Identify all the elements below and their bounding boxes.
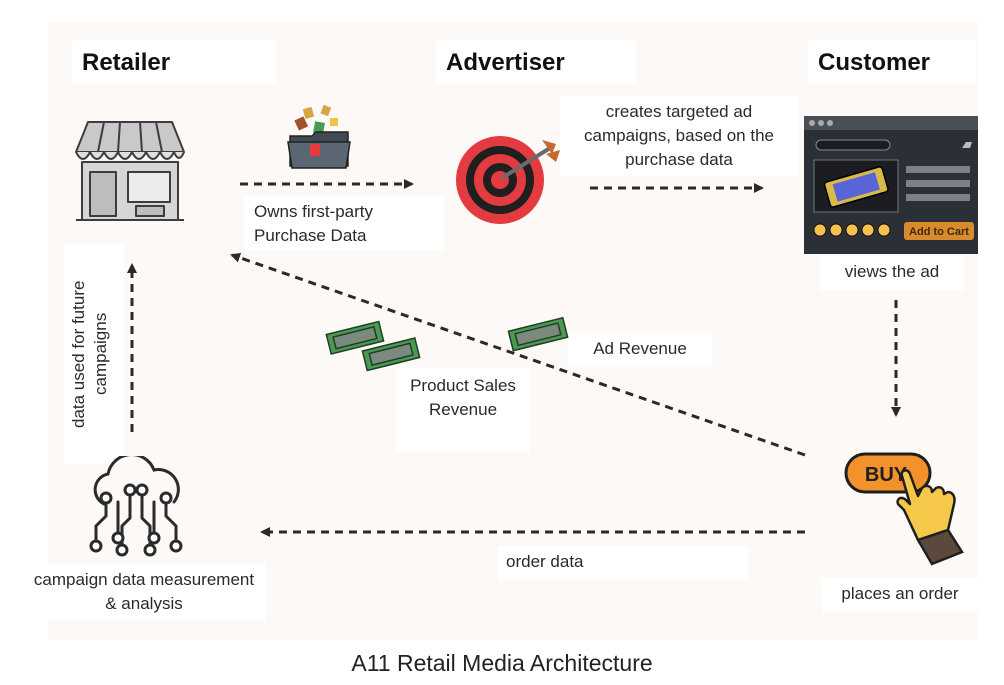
- label-data-future: data used for future campaigns: [64, 244, 124, 464]
- money-icon: [325, 320, 421, 372]
- ad-screen-icon: Add to Cart: [804, 116, 978, 254]
- target-icon: [456, 136, 560, 224]
- cloud-network-icon: [89, 456, 183, 557]
- header-advertiser: Advertiser: [436, 40, 636, 84]
- add-to-cart-text: Add to Cart: [909, 226, 969, 238]
- label-places-order: places an order: [822, 578, 978, 612]
- label-product-sales-revenue: Product Sales Revenue: [396, 368, 530, 452]
- data-folder-icon: [287, 104, 351, 169]
- header-retailer: Retailer: [72, 40, 276, 84]
- diagram-caption: A11 Retail Media Architecture: [351, 650, 653, 676]
- header-customer: Customer: [808, 40, 976, 84]
- label-campaign-analysis: campaign data measurement & analysis: [22, 564, 266, 620]
- buy-button-icon[interactable]: BUY: [844, 448, 968, 568]
- label-views-ad: views the ad: [820, 256, 964, 290]
- label-targeted-campaigns: creates targeted ad campaigns, based on …: [560, 96, 798, 176]
- label-order-data: order data: [498, 546, 748, 580]
- label-ad-revenue: Ad Revenue: [568, 333, 712, 367]
- arrow-buy-to-retailer-revenue: [230, 252, 806, 457]
- label-owns-data: Owns first-party Purchase Data: [244, 196, 444, 250]
- buy-text: BUY: [865, 464, 908, 486]
- money-icon: [507, 316, 569, 352]
- store-icon: [75, 121, 185, 221]
